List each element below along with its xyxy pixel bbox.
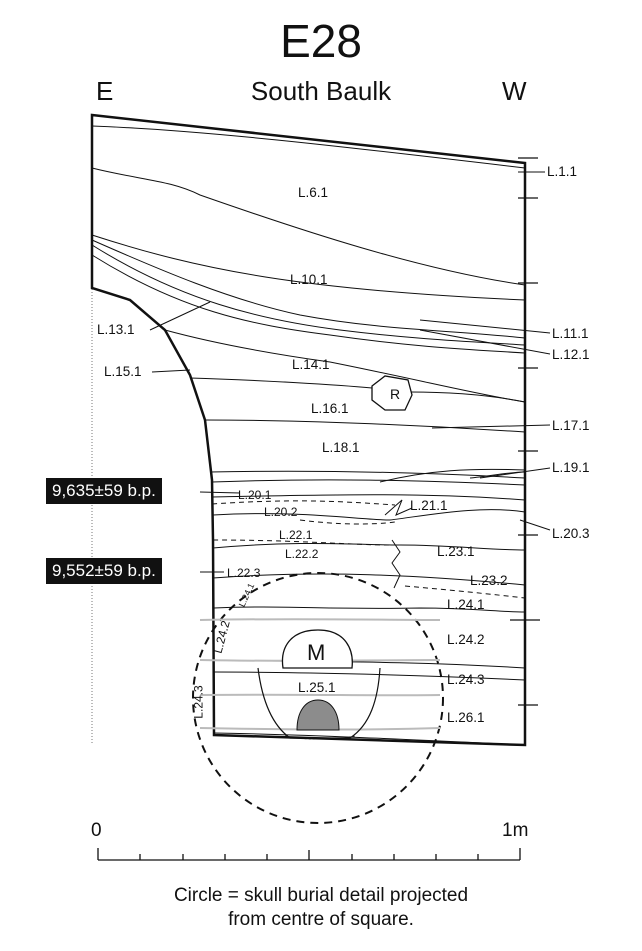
layer-label: L.16.1 xyxy=(311,401,349,416)
caption-line-1: Circle = skull burial detail projected xyxy=(173,885,469,906)
right-edge-ticks xyxy=(510,157,540,706)
page-title: E28 xyxy=(280,15,362,67)
layer-label: L.22.2 xyxy=(285,547,319,561)
circle-layer-label: L.24.3 xyxy=(191,685,206,719)
layer-label: L.25.1 xyxy=(298,680,336,695)
radiocarbon-date-1: 9,635±59 b.p. xyxy=(46,478,162,504)
layer-label: L.14.1 xyxy=(292,357,330,372)
layer-label: L.15.1 xyxy=(104,364,142,379)
layer-label: L.22.3 xyxy=(227,566,261,580)
layer-label: L.23.1 xyxy=(437,544,475,559)
scale-start-label: 0 xyxy=(91,820,102,841)
orientation-left: E xyxy=(96,76,114,106)
layer-label: L.23.2 xyxy=(470,573,508,588)
layer-label: L.12.1 xyxy=(552,347,590,362)
caption: Circle = skull burial detail projected f… xyxy=(0,884,642,932)
burial-pit xyxy=(257,667,381,739)
layer-label: L.22.1 xyxy=(279,528,313,542)
radiocarbon-date-2: 9,552±59 b.p. xyxy=(46,558,162,584)
layer-label: L.26.1 xyxy=(447,710,485,725)
layer-label: L.24.3 xyxy=(447,672,485,687)
layer-label: L.20.2 xyxy=(264,505,298,519)
layer-label: L.24.1 xyxy=(447,597,485,612)
feature-burial-label: M xyxy=(307,640,326,665)
skull xyxy=(296,699,340,731)
layer-label: L.11.1 xyxy=(552,326,589,341)
layer-label: L.17.1 xyxy=(552,418,590,433)
layer-label: L.20.1 xyxy=(238,488,272,502)
layer-label: L.19.1 xyxy=(552,460,590,475)
layer-label: L.21.1 xyxy=(410,498,448,513)
burial-circle xyxy=(192,572,444,824)
layer-label: L.18.1 xyxy=(322,440,360,455)
feature-rock-label: R xyxy=(390,386,401,402)
orientation-right: W xyxy=(502,76,527,106)
scale-bar xyxy=(97,848,521,861)
scale-end-label: 1m xyxy=(502,820,529,841)
caption-line-2: from centre of square. xyxy=(228,909,414,930)
layer-label: L.1.1 xyxy=(547,164,578,179)
layer-label: L.6.1 xyxy=(298,185,329,200)
section-outline xyxy=(90,113,527,747)
layer-label: L.10.1 xyxy=(290,272,328,287)
layer-label: L.24.2 xyxy=(447,632,485,647)
break-lines xyxy=(384,499,413,589)
circle-ghost-lines xyxy=(199,618,441,731)
rock-outline xyxy=(371,375,413,411)
dashed-strata xyxy=(211,500,526,599)
burial-pit-base xyxy=(284,735,356,740)
feature-m-outline xyxy=(281,629,353,669)
layer-label: L.13.1 xyxy=(97,322,135,337)
section-subtitle: South Baulk xyxy=(250,76,392,106)
strata-lines xyxy=(91,125,526,746)
leader-lines xyxy=(149,171,551,573)
layer-label: L.20.3 xyxy=(552,526,590,541)
